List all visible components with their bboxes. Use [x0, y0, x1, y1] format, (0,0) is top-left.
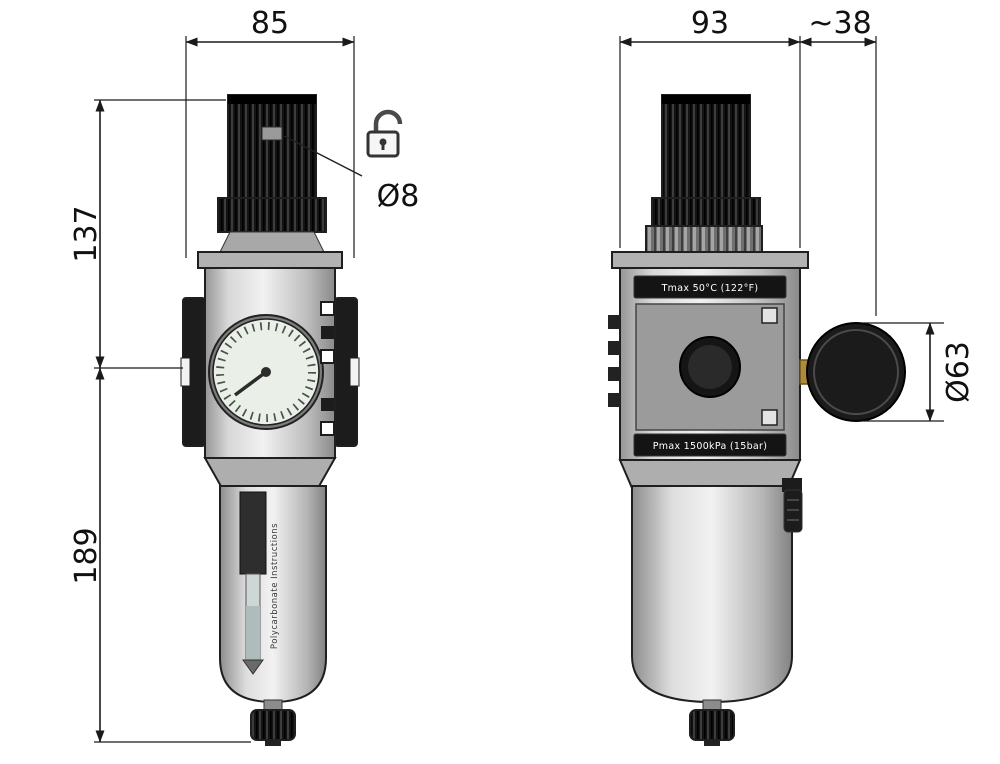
side-knob-base [651, 197, 761, 231]
padlock-keyhole-slot [381, 142, 385, 150]
dim-label-137: 137 [69, 205, 104, 262]
side-dimensions: 93 ~38 Ø63 [619, 6, 976, 422]
side-view: Tmax 50°C (122°F) Pmax 1500kPa (15bar) [608, 94, 906, 746]
front-drain-knob [250, 709, 296, 741]
side-port-bore [688, 345, 732, 389]
front-body-flange [197, 251, 343, 269]
front-sight-level [246, 606, 260, 660]
side-mount-tab [608, 341, 620, 355]
side-adjust-knob [661, 94, 751, 201]
side-body-flange [611, 251, 809, 269]
side-bowl [631, 485, 793, 704]
side-port-mark-bottom [761, 409, 778, 426]
dim-label-189: 189 [69, 527, 104, 584]
dim-label-knob-bore: Ø8 [377, 179, 420, 214]
side-mount-tab [608, 367, 620, 381]
side-bowl-latch [783, 489, 803, 533]
front-bowl-shoulder [203, 457, 337, 489]
front-bowl-label: Polycarbonate Instructions [270, 523, 280, 649]
front-indicator-square [321, 326, 334, 339]
side-pmax-plate [633, 433, 787, 457]
open-padlock-icon [366, 109, 403, 158]
front-knob-cap [228, 95, 316, 104]
side-drain-knob [689, 709, 735, 741]
side-tmax-label: Tmax 50°C (122°F) [661, 283, 759, 294]
front-gauge-ticks [216, 322, 316, 422]
front-neck [219, 231, 325, 253]
side-mount-tab [608, 393, 620, 407]
front-dimensions: 85 137 189 Ø8 [69, 6, 420, 743]
side-gauge-rim [813, 329, 899, 415]
front-indicator-square [320, 301, 335, 316]
dim-label-85: 85 [251, 6, 289, 41]
padlock-shackle [373, 109, 403, 132]
front-gauge-hub [261, 367, 271, 377]
dim-label-38: ~38 [808, 6, 871, 41]
side-pmax-label: Pmax 1500kPa (15bar) [653, 441, 768, 452]
dim-label-93: 93 [691, 6, 729, 41]
front-right-clamp-notch [349, 357, 360, 387]
front-indicator-square [320, 421, 335, 436]
front-indicator-square [321, 398, 334, 411]
front-drain-tip [265, 740, 281, 746]
front-adjust-knob [227, 94, 317, 201]
side-bowl-latch-top [782, 478, 802, 492]
front-view: Polycarbonate Instructions [180, 94, 360, 746]
front-gauge-needle [233, 370, 268, 397]
front-knob-base [217, 197, 327, 233]
side-gauge-body [806, 322, 906, 422]
dim-label-gauge-diameter: Ø63 [941, 341, 976, 403]
side-drain-tip [704, 740, 720, 746]
front-baffle [242, 659, 264, 675]
side-bowl-shoulder [618, 459, 802, 489]
front-left-clamp-notch [180, 357, 191, 387]
front-filter-element [239, 491, 267, 575]
side-knob-cap [662, 95, 750, 104]
side-tmax-plate [633, 275, 787, 299]
side-panel [635, 303, 785, 431]
front-knob-lock-slot [261, 126, 283, 141]
side-port-mark-top [761, 307, 778, 324]
leader-line [283, 135, 363, 177]
front-indicator-square [320, 349, 335, 364]
side-mount-tab [608, 315, 620, 329]
